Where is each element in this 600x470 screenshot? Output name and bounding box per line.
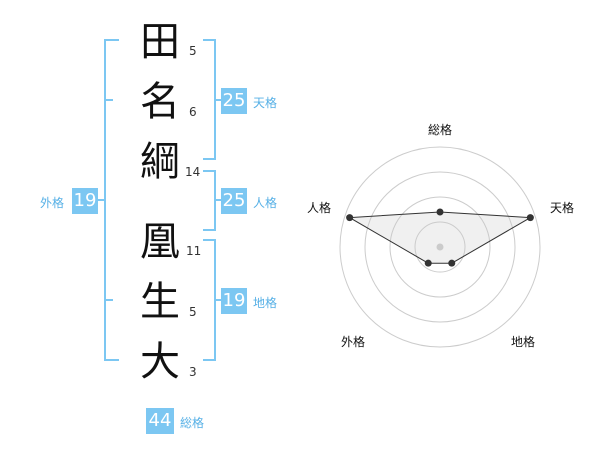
radar-axis-label-jinkaku: 人格 <box>307 201 332 215</box>
radar-point-3 <box>448 259 456 267</box>
stroke-count-2: 6 <box>189 105 197 119</box>
name-char-2: 名 <box>140 79 180 125</box>
radar-axis-label-soukaku: 総格 <box>428 123 453 137</box>
jinkaku-label: 人格 <box>253 196 278 210</box>
tenkaku-badge: 25 <box>221 88 247 114</box>
radar-axis-label-chikaku: 地格 <box>511 335 536 349</box>
name-char-6: 大 <box>140 339 180 385</box>
name-char-5: 生 <box>140 279 180 325</box>
stroke-count-6: 3 <box>189 365 197 379</box>
radar-ring <box>364 171 516 323</box>
gaikaku-label: 外格 <box>40 196 65 210</box>
chikaku-badge: 19 <box>221 288 247 314</box>
stroke-count-5: 5 <box>189 305 197 319</box>
radar-center-dot <box>436 243 444 251</box>
name-char-1: 田 <box>140 19 180 65</box>
soukaku-badge: 44 <box>146 408 174 434</box>
radar-point-2 <box>526 214 534 222</box>
tenkaku-label: 天格 <box>253 96 278 110</box>
name-char-3: 綱 <box>140 139 180 185</box>
radar-value-polygon <box>347 211 533 264</box>
radar-ring <box>389 196 491 298</box>
stroke-count-1: 5 <box>189 44 197 58</box>
radar-ring <box>339 146 541 348</box>
stroke-count-3: 14 <box>185 165 201 179</box>
jinkaku-badge: 25 <box>221 188 247 214</box>
radar-ring <box>414 221 466 273</box>
gaikaku-badge: 19 <box>72 188 98 214</box>
name-char-4: 凰 <box>140 219 180 265</box>
soukaku-label: 総格 <box>180 416 205 430</box>
chikaku-label: 地格 <box>253 296 278 310</box>
radar-axis-label-gaikaku: 外格 <box>341 335 366 349</box>
radar-point-1 <box>436 208 444 216</box>
radar-point-5 <box>346 214 354 222</box>
radar-axis-label-tenkaku: 天格 <box>550 201 575 215</box>
radar-point-4 <box>424 259 432 267</box>
stroke-count-4: 11 <box>186 244 202 258</box>
